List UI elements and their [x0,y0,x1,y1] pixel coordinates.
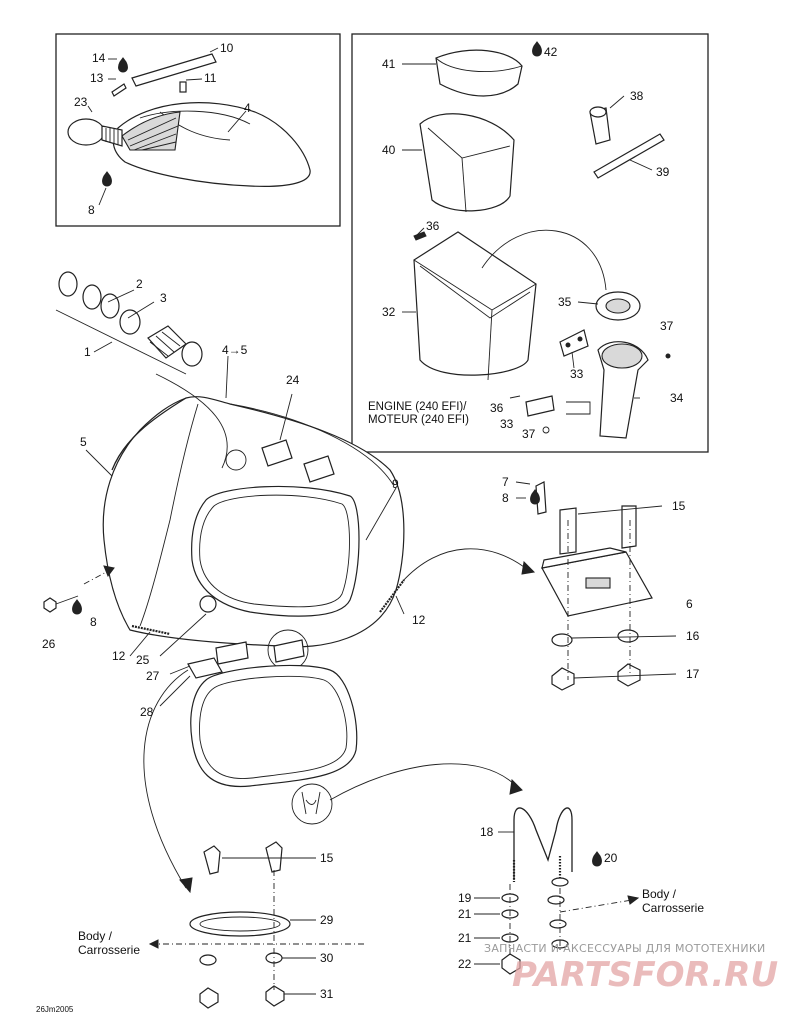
callout-32: 32 [382,305,396,319]
u-bolt-leaders [474,831,514,965]
callout-15-left: 15 [320,851,334,865]
callout-10: 10 [220,41,234,55]
callout-5: 5 [80,435,87,449]
callout-41: 41 [382,57,396,71]
drawing-code: 26Jm2005 [36,1005,74,1014]
engine-note-line1: ENGINE (240 EFI)/ [368,401,467,413]
callout-34: 34 [670,391,684,405]
callout-18: 18 [480,825,494,839]
bottom-left-hardware [148,841,366,1009]
callout-37-note: 37 [522,427,536,441]
callout-28: 28 [140,705,154,719]
callout-36-note: 36 [490,401,504,415]
callout-7: 7 [502,475,509,489]
callout-labels: 14 13 10 11 23 4 8 41 42 38 40 39 36 35 … [36,41,704,1014]
bracket-leaders [515,481,677,679]
callout-42: 42 [544,45,558,59]
body-ref-left-line1: Body / [78,929,113,943]
callout-12-right: 12 [412,613,426,627]
callout-16: 16 [686,629,700,643]
callout-3: 3 [160,291,167,305]
nose-cover-drawing [67,53,311,187]
engine-note-line2: MOTEUR (240 EFI) [368,414,469,426]
callout-38: 38 [630,89,644,103]
arrow-to-bracket-head [521,560,536,575]
callout-24: 24 [286,373,300,387]
callout-20: 20 [604,851,618,865]
callout-4: 4 [244,101,251,115]
hood-drawing [102,373,405,679]
callout-21-b: 21 [458,931,472,945]
light-assembly-drawing [55,271,203,375]
callout-11: 11 [204,71,217,85]
callout-27: 27 [146,669,160,683]
light-leaders [93,289,155,353]
callout-8-right: 8 [502,491,509,505]
callout-6: 6 [686,597,693,611]
callout-26: 26 [42,637,56,651]
callout-17: 17 [686,667,700,681]
callout-2: 2 [136,277,143,291]
callout-19: 19 [458,891,472,905]
callout-8-left: 8 [90,615,97,629]
bottom-left-leaders [222,857,316,995]
callout-12-left: 12 [112,649,126,663]
watermark: ЗАПЧАСТИ И АКСЕССУАРЫ ДЛЯ МОТОТЕХНИКИ PA… [484,942,778,995]
callout-8-top: 8 [88,203,95,217]
watermark-tagline: ЗАПЧАСТИ И АКСЕССУАРЫ ДЛЯ МОТОТЕХНИКИ [484,942,766,955]
callout-35: 35 [558,295,572,309]
reservoir-box [351,33,709,453]
callout-13: 13 [90,71,104,85]
callout-4-to-5: 4→5 [222,343,248,357]
callout-33-note: 33 [500,417,514,431]
nose-cover-box [55,33,341,227]
hood-leaders [85,355,405,707]
watermark-logo: PARTSFOR.RU [512,955,778,995]
screw-26 [43,565,115,615]
reservoir-leaders [402,63,653,399]
u-bolt-drawing [501,807,640,975]
arrow-to-bracket [401,548,529,583]
body-ref-right-line2: Carrosserie [642,901,704,915]
callout-39: 39 [656,165,670,179]
callout-29: 29 [320,913,334,927]
callout-25: 25 [136,653,150,667]
callout-40: 40 [382,143,396,157]
callout-9: 9 [392,477,399,491]
callout-30: 30 [320,951,334,965]
bracket-assembly [530,481,653,691]
reservoir-drawing [413,41,671,439]
body-ref-left-line2: Carrosserie [78,943,140,957]
seal-frame-drawing [143,664,523,894]
callout-22: 22 [458,957,472,971]
body-ref-right-line1: Body / [642,887,677,901]
callout-23: 23 [74,95,88,109]
nose-cover-leaders [87,47,247,206]
callout-14: 14 [92,51,106,65]
callout-21-a: 21 [458,907,472,921]
callout-37-top: 37 [660,319,674,333]
callout-1: 1 [84,345,91,359]
callout-33-top: 33 [570,367,584,381]
callout-36-top: 36 [426,219,440,233]
callout-15-right: 15 [672,499,686,513]
callout-31: 31 [320,987,334,1001]
engine-note-parts [509,395,591,434]
